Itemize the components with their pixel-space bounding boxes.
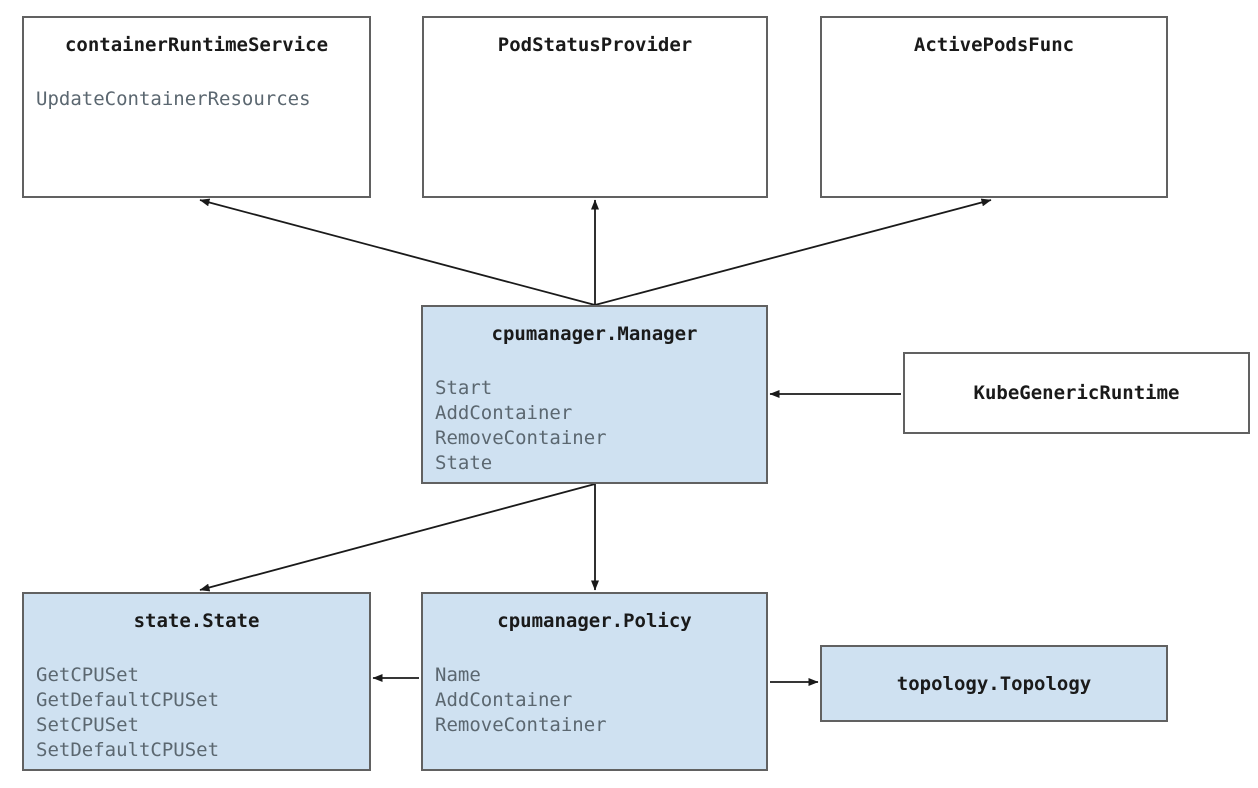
- class-member: RemoveContainer: [435, 714, 607, 736]
- class-member: GetDefaultCPUSet: [36, 689, 220, 711]
- class-member: RemoveContainer: [435, 427, 607, 449]
- class-member: AddContainer: [435, 402, 573, 424]
- class-member: State: [435, 452, 493, 474]
- class-member: Start: [435, 377, 493, 399]
- class-member: AddContainer: [435, 689, 573, 711]
- class-node-active-pods-func[interactable]: ActivePodsFunc: [820, 16, 1168, 198]
- class-node-title: cpumanager.Policy: [497, 610, 692, 632]
- class-node-kube-generic-runtime[interactable]: KubeGenericRuntime: [903, 352, 1250, 434]
- class-node-title: topology.Topology: [896, 672, 1092, 695]
- class-node-title: containerRuntimeService: [64, 34, 329, 56]
- class-node-pod-status-provider[interactable]: PodStatusProvider: [422, 16, 768, 198]
- edge-manager-to-container-runtime-service: [199, 198, 596, 306]
- class-member: GetCPUSet: [36, 664, 139, 686]
- class-node-topology-topology[interactable]: topology.Topology: [820, 645, 1168, 722]
- class-node-title: ActivePodsFunc: [913, 34, 1075, 56]
- class-node-title: state.State: [133, 610, 260, 632]
- edge-manager-to-active-pods-func: [594, 198, 992, 306]
- class-node-title: cpumanager.Manager: [491, 323, 698, 345]
- class-node-members: UpdateContainerResources: [36, 87, 361, 112]
- edge-manager-to-state-state: [199, 483, 596, 592]
- class-node-title: KubeGenericRuntime: [973, 382, 1180, 404]
- class-member: SetCPUSet: [36, 714, 139, 736]
- class-member: Name: [435, 664, 481, 686]
- class-member: UpdateContainerResources: [36, 88, 311, 110]
- class-node-title: PodStatusProvider: [497, 34, 693, 56]
- class-member: SetDefaultCPUSet: [36, 739, 220, 761]
